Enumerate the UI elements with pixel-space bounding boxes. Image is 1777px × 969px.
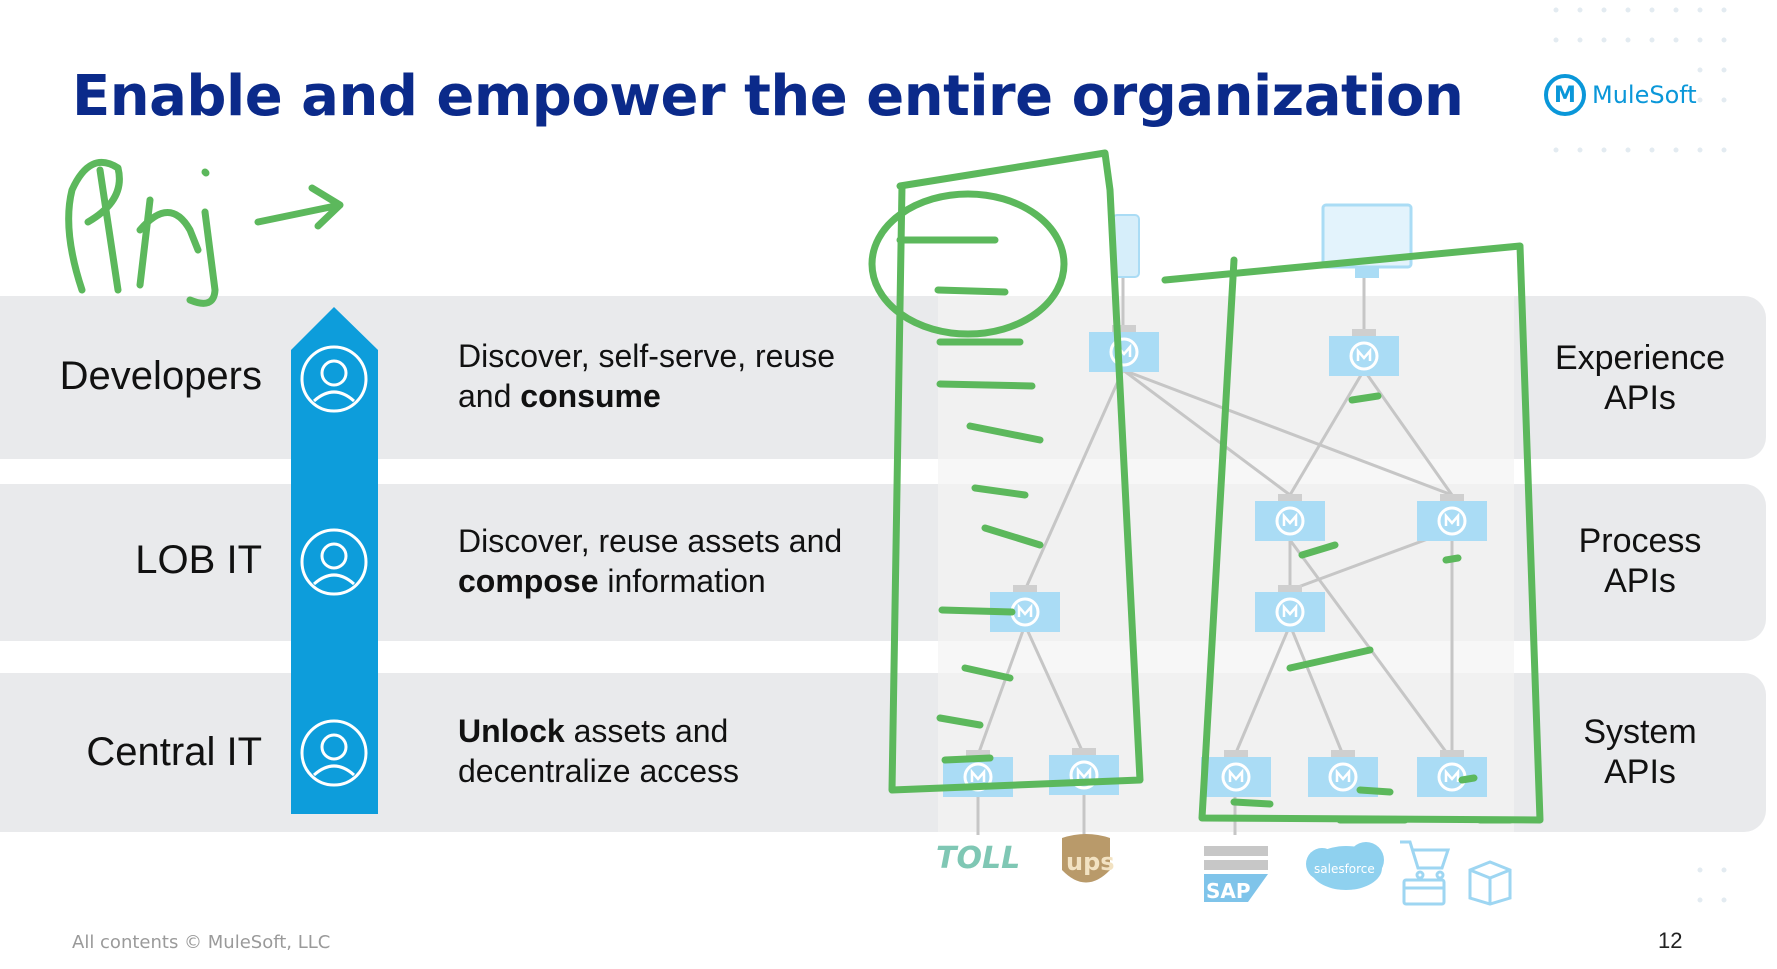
mulesoft-logo-icon: M: [1544, 74, 1586, 116]
monitor-icon: [1321, 203, 1413, 278]
api-label-line: APIs: [1604, 562, 1676, 600]
ups-logo: ups: [1062, 834, 1115, 883]
api-label-process: Process APIs: [1530, 521, 1750, 601]
desc-bold: compose: [458, 563, 599, 599]
salesforce-logo-text: salesforce: [1314, 862, 1375, 876]
row-label-central-it: Central IT: [86, 730, 262, 774]
mulesoft-node-icon: [990, 585, 1060, 632]
api-label-line: Experience: [1554, 339, 1726, 377]
slide-title: Enable and empower the entire organizati…: [72, 64, 1464, 129]
row-desc-developers: Discover, self-serve, reuse and consume: [458, 336, 835, 416]
mulesoft-node-icon: [1201, 750, 1271, 797]
mulesoft-node-icon: [1255, 494, 1325, 541]
api-label-experience: Experience APIs: [1530, 338, 1750, 418]
mulesoft-node-icon: [1049, 748, 1119, 795]
person-icon: [300, 719, 368, 787]
api-label-line: APIs: [1604, 379, 1676, 417]
card-icon: [1402, 878, 1446, 906]
api-label-line: System: [1583, 713, 1697, 751]
person-icon: [300, 528, 368, 596]
desc-text: and: [458, 378, 521, 414]
salesforce-logo: salesforce: [1306, 842, 1384, 890]
handwritten-annotation: [65, 149, 1544, 824]
api-label-line: APIs: [1604, 753, 1676, 791]
row-desc-line: Discover, reuse assets and: [458, 523, 843, 559]
sap-logo-text: SAP: [1206, 879, 1251, 903]
toll-logo: TOLL: [936, 841, 1020, 876]
decorative-dots: [1553, 7, 1727, 903]
mulesoft-node-icon: [1089, 325, 1159, 372]
desc-text: information: [598, 563, 766, 599]
row-desc-central-it: Unlock assets and decentralize access: [458, 711, 739, 791]
desc-bold: Unlock: [458, 713, 565, 749]
cart-icon: [1400, 840, 1451, 880]
mulesoft-node-icon: [1329, 329, 1399, 376]
row-label-lob-it: LOB IT: [135, 538, 262, 582]
person-icon: [300, 345, 368, 413]
org-arrow: [291, 307, 378, 814]
row-desc-line: decentralize access: [458, 753, 740, 789]
desc-text: assets and: [564, 713, 729, 749]
desc-bold: consume: [520, 378, 661, 414]
row-label-developers: Developers: [59, 354, 262, 398]
page-number: 12: [1658, 928, 1683, 953]
mulesoft-node-icon: [1255, 585, 1325, 632]
row-desc-lob-it: Discover, reuse assets and compose infor…: [458, 521, 842, 601]
box-icon: [1468, 860, 1512, 906]
api-label-system: System APIs: [1530, 712, 1750, 792]
ups-logo-text: ups: [1066, 848, 1115, 876]
mulesoft-node-icon: [1417, 750, 1487, 797]
sap-logo: SAP: [1204, 846, 1268, 903]
row-desc-line: and consume: [458, 376, 835, 416]
row-desc-line: Discover, self-serve, reuse: [458, 338, 836, 374]
footer-copyright: All contents © MuleSoft, LLC: [72, 932, 331, 953]
mulesoft-logo-text: MuleSoft: [1592, 81, 1697, 109]
row-desc-line: compose information: [458, 561, 842, 601]
mulesoft-logo: M MuleSoft: [1544, 74, 1697, 116]
row-desc-line: Unlock assets and: [458, 711, 739, 751]
mulesoft-node-icon: [1417, 494, 1487, 541]
api-label-line: Process: [1578, 522, 1702, 560]
